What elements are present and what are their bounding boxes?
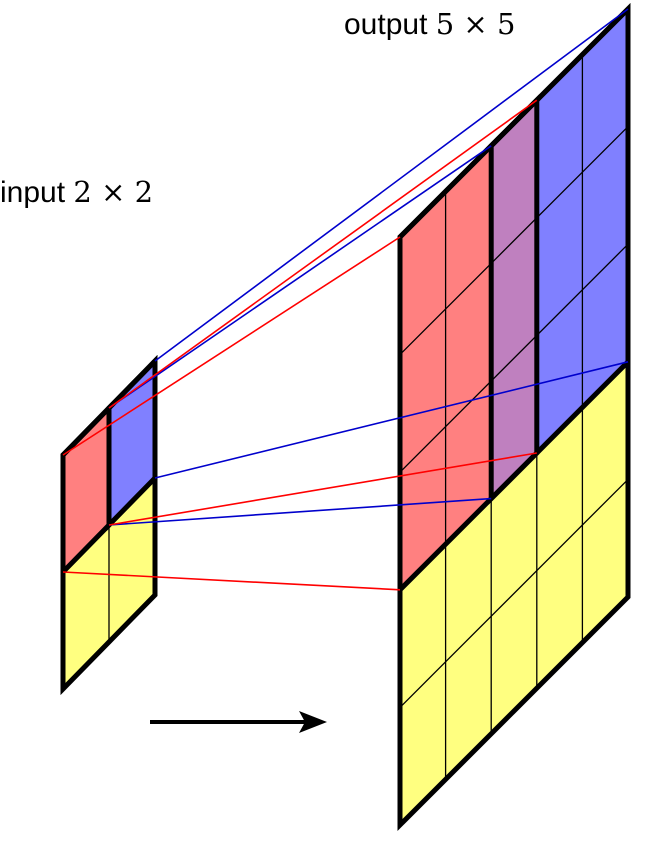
output-cell-r4-c4 <box>582 479 628 643</box>
projection-lines <box>62 8 629 591</box>
output-cell-r0-c2 <box>491 100 537 264</box>
output-cell-r4-c3 <box>536 525 583 689</box>
blue-projection-top-right <box>154 8 629 362</box>
output-cell-r4-c1 <box>445 616 492 780</box>
output-cell-r3-c4 <box>582 361 628 525</box>
output-cell-r2-c0 <box>400 426 446 590</box>
output-grid <box>400 9 628 825</box>
output-cell-r2-c1 <box>445 381 492 545</box>
output-cell-r3-c0 <box>400 544 446 708</box>
output-cell-r2-c4 <box>582 244 628 408</box>
input-label: input 2 × 2 <box>0 178 153 208</box>
red-projection-top-right <box>108 99 538 409</box>
input-cell-r0-c0 <box>63 408 109 572</box>
output-grid-hline <box>399 243 629 473</box>
output-cell-r1-c3 <box>536 172 583 336</box>
output-cell-r3-c2 <box>491 453 537 617</box>
blue-projection-bottom-right <box>154 361 629 479</box>
blue-projection-top-left <box>108 145 492 409</box>
red-projection-top-left <box>62 236 401 456</box>
input-label-size: 2 × 2 <box>73 175 154 209</box>
red-projection-bottom-left <box>62 571 401 591</box>
input-cell-r1-c0 <box>63 525 109 689</box>
output-cell-r2-c2 <box>491 335 537 499</box>
output-cell-r0-c1 <box>445 145 492 309</box>
output-cell-r4-c2 <box>491 570 537 734</box>
output-cell-r1-c0 <box>400 309 446 473</box>
arrow-right-icon <box>150 711 327 733</box>
output-label-size: 5 × 5 <box>435 7 516 41</box>
output-cell-r0-c3 <box>536 54 583 218</box>
output-cell-r0-c0 <box>400 191 446 355</box>
output-cell-r1-c4 <box>582 126 628 290</box>
blue-projection-bottom-left <box>108 497 492 526</box>
output-cell-r4-c0 <box>400 661 446 825</box>
input-label-word: input <box>0 176 66 209</box>
output-grid-hline <box>399 126 629 356</box>
output-cell-r1-c1 <box>445 263 492 427</box>
output-cell-r2-c3 <box>536 289 583 453</box>
output-grid-hline <box>399 478 629 708</box>
output-label-word: output <box>344 8 428 41</box>
output-cell-r3-c3 <box>536 407 583 571</box>
arrow-head <box>299 711 327 733</box>
red-projection-bottom-right <box>108 452 537 526</box>
output-cell-r1-c2 <box>491 217 537 381</box>
output-cell-r0-c4 <box>582 9 628 173</box>
output-cell-r3-c1 <box>445 498 492 662</box>
output-label: output 5 × 5 <box>344 10 515 40</box>
